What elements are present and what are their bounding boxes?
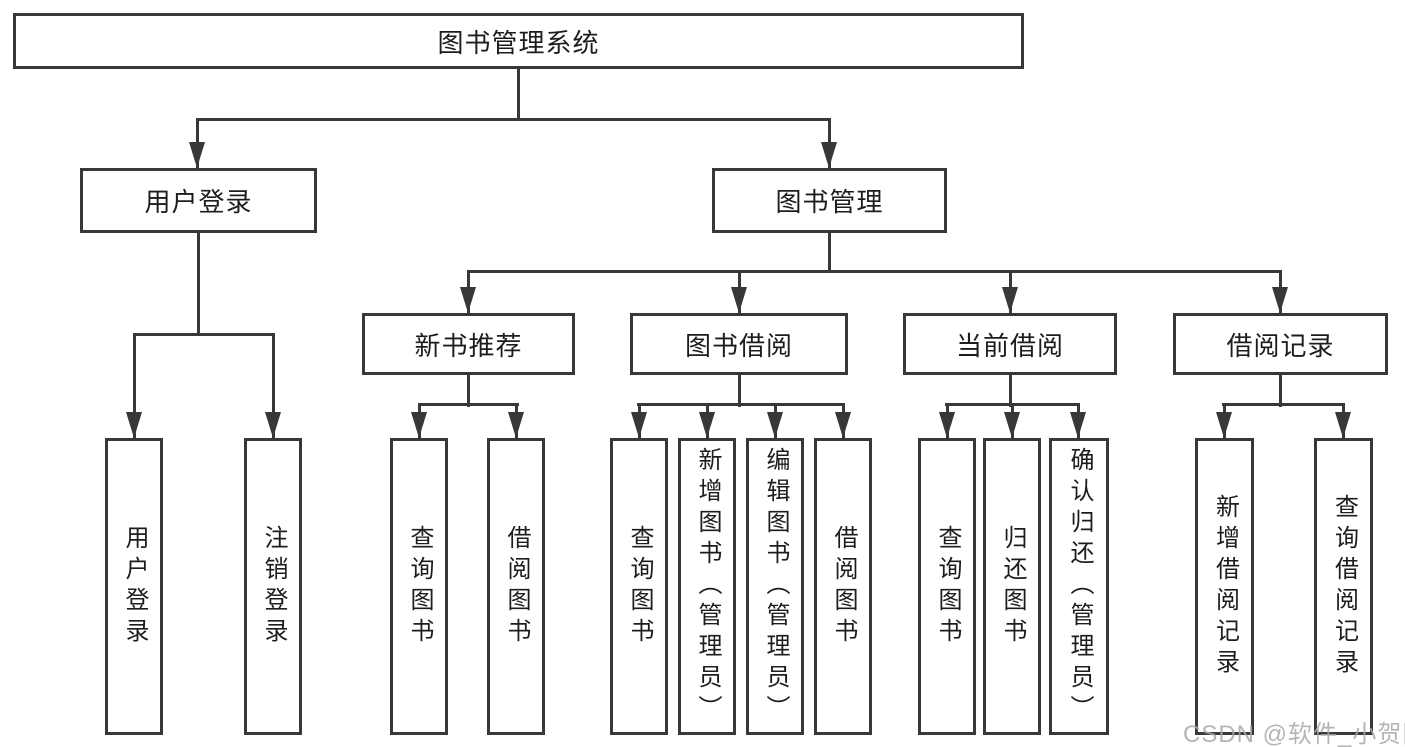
edge <box>1009 375 1012 407</box>
leaf-query-borrow-record: 查询借阅记录 <box>1314 438 1373 735</box>
arrowhead-icon <box>126 412 142 438</box>
leaf-confirm-return-admin: 确认归还（管理员） <box>1049 438 1109 735</box>
leaf-label: 用户登录 <box>121 524 148 649</box>
leaf-label: 新增借阅记录 <box>1211 493 1239 680</box>
leaf-label: 查询图书 <box>406 524 433 649</box>
node-label: 当前借阅 <box>955 330 1064 361</box>
arrowhead-icon <box>767 412 783 438</box>
edge <box>467 375 470 407</box>
leaf-query-book: 查询图书 <box>610 438 668 735</box>
node-current-borrow: 当前借阅 <box>903 313 1117 375</box>
arrowhead-icon <box>1002 287 1018 313</box>
leaf-user-login: 用户登录 <box>105 438 163 735</box>
leaf-add-book-admin: 新增图书（管理员） <box>678 438 736 735</box>
node-new-book-recommend: 新书推荐 <box>362 313 575 375</box>
leaf-label: 新增图书（管理员） <box>694 447 721 726</box>
node-label: 图书借阅 <box>684 330 793 361</box>
edge <box>197 233 200 336</box>
node-label: 借阅记录 <box>1226 330 1335 361</box>
leaf-label: 注销登录 <box>260 524 287 649</box>
arrowhead-icon <box>631 412 647 438</box>
arrowhead-icon <box>1272 287 1288 313</box>
node-label: 图书管理 <box>775 187 884 217</box>
edge <box>133 333 136 438</box>
leaf-borrow-book: 借阅图书 <box>814 438 872 735</box>
arrowhead-icon <box>508 412 524 438</box>
arrowhead-icon <box>731 287 747 313</box>
arrowhead-icon <box>411 412 427 438</box>
leaf-label: 借阅图书 <box>503 524 530 649</box>
leaf-query-book: 查询图书 <box>918 438 976 735</box>
arrowhead-icon <box>821 142 837 168</box>
arrowhead-icon <box>265 412 281 438</box>
edge <box>467 270 1282 273</box>
arrowhead-icon <box>460 287 476 313</box>
edge <box>272 333 275 438</box>
edge <box>1279 375 1282 407</box>
edge <box>517 69 520 120</box>
leaf-label: 编辑图书（管理员） <box>762 447 789 726</box>
leaf-logout: 注销登录 <box>244 438 302 735</box>
arrowhead-icon <box>1335 412 1351 438</box>
leaf-return-book: 归还图书 <box>983 438 1041 735</box>
node-label: 用户登录 <box>144 187 253 217</box>
leaf-label: 查询图书 <box>934 524 961 649</box>
leaf-label: 借阅图书 <box>830 524 857 649</box>
leaf-label: 归还图书 <box>999 524 1026 649</box>
arrowhead-icon <box>835 412 851 438</box>
edge <box>418 403 519 406</box>
edge <box>196 118 831 121</box>
edge <box>1222 403 1345 406</box>
arrowhead-icon <box>1004 412 1020 438</box>
edge <box>828 233 831 273</box>
arrowhead-icon <box>189 142 205 168</box>
csdn-watermark: CSDN @软件_小贺同学 <box>1183 721 1405 747</box>
leaf-add-borrow-record: 新增借阅记录 <box>1195 438 1254 735</box>
arrowhead-icon <box>1070 412 1086 438</box>
leaf-label: 查询图书 <box>626 524 653 649</box>
arrowhead-icon <box>699 412 715 438</box>
node-borrow-record: 借阅记录 <box>1173 313 1388 375</box>
node-book-borrow: 图书借阅 <box>630 313 848 375</box>
edge <box>738 375 741 407</box>
node-label: 图书管理系统 <box>437 27 600 58</box>
leaf-query-book: 查询图书 <box>390 438 448 735</box>
node-user-login: 用户登录 <box>80 168 317 233</box>
node-root: 图书管理系统 <box>13 13 1024 69</box>
leaf-edit-book-admin: 编辑图书（管理员） <box>746 438 804 735</box>
node-label: 新书推荐 <box>414 330 523 361</box>
leaf-label: 查询借阅记录 <box>1330 493 1358 680</box>
node-book-management: 图书管理 <box>712 168 947 233</box>
edge <box>133 333 275 336</box>
leaf-borrow-book: 借阅图书 <box>487 438 545 735</box>
leaf-label: 确认归还（管理员） <box>1066 447 1093 726</box>
arrowhead-icon <box>939 412 955 438</box>
arrowhead-icon <box>1216 412 1232 438</box>
edge <box>637 403 845 406</box>
